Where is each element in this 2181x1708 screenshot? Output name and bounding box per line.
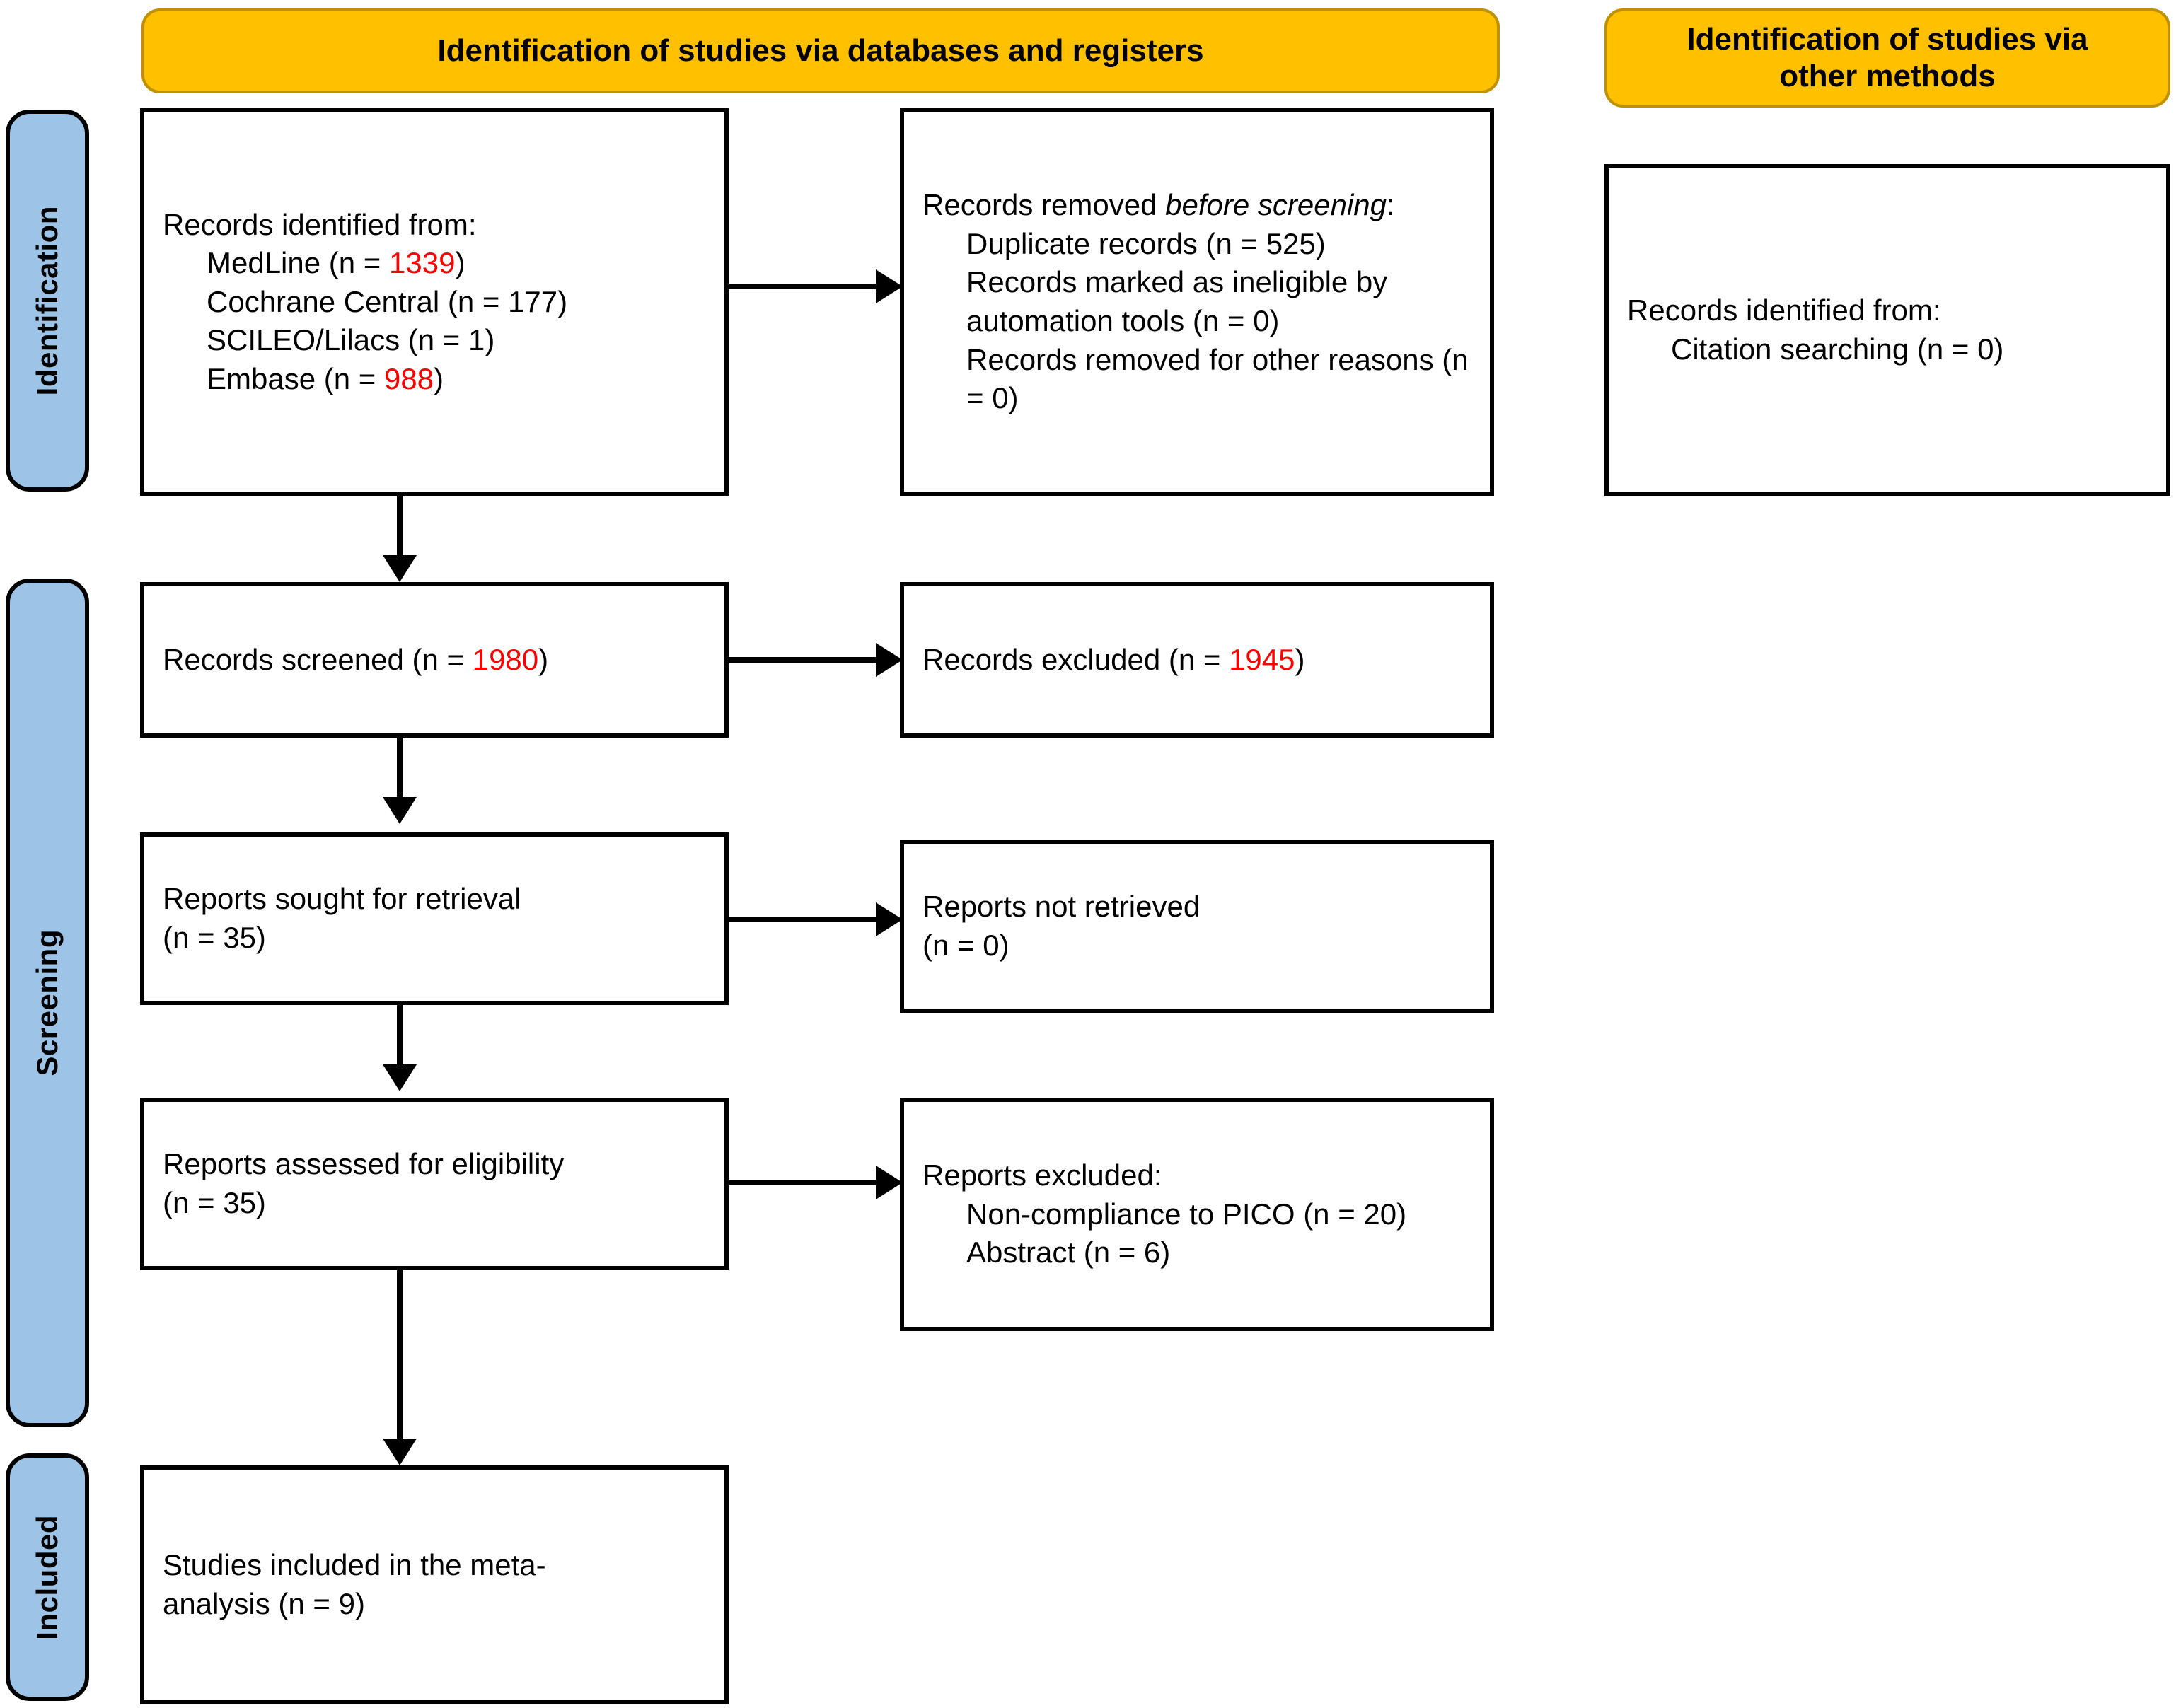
records-removed-item-0: Duplicate records (n = 525) (966, 226, 1326, 260)
embase-count: 988 (383, 361, 434, 395)
studies-included-line2: analysis (n = 9) (163, 1587, 365, 1620)
arrowhead-sought-to-not-retrieved (876, 902, 903, 936)
box-records-screened: Records screened (n = 1980) (140, 582, 729, 738)
medline-count: 1339 (389, 246, 456, 280)
arrowhead-assessed-to-included (383, 1439, 417, 1465)
records-excluded-count: 1945 (1229, 642, 1295, 676)
arrowhead-screened-to-sought (383, 797, 417, 824)
arrowhead-identified-to-removed (876, 269, 903, 303)
stage-screening-text: Screening (30, 929, 64, 1076)
connector-assessed-to-excluded (729, 1180, 877, 1185)
box-other-records-identified: Records identified from: Citation search… (1604, 164, 2170, 496)
box-records-identified: Records identified from: MedLine (n = 13… (140, 108, 729, 496)
records-removed-item-2: Records removed for other reasons (n = 0… (966, 342, 1477, 415)
reports-excluded-title: Reports excluded: (922, 1158, 1162, 1192)
box-records-removed: Records removed before screening: Duplic… (900, 108, 1494, 496)
stage-identification-text: Identification (30, 205, 64, 396)
arrowhead-assessed-to-excluded (876, 1166, 903, 1199)
records-screened-text: Records screened (n = 1980) (163, 642, 549, 676)
box-reports-not-retrieved: Reports not retrieved (n = 0) (900, 840, 1494, 1013)
records-identified-item-0: MedLine (n = 1339) (207, 246, 465, 280)
header-other-methods-label: Identification of studies via other meth… (1687, 22, 2088, 93)
box-reports-assessed: Reports assessed for eligibility (n = 35… (140, 1098, 729, 1270)
records-screened-count: 1980 (472, 642, 539, 676)
other-records-identified-title: Records identified from: (1627, 294, 1941, 327)
records-removed-item-1: Records marked as ineligible by automati… (966, 265, 1396, 337)
connector-screened-to-sought (397, 738, 403, 800)
header-databases-label: Identification of studies via databases … (437, 33, 1204, 69)
reports-sought-line1: Reports sought for retrieval (163, 882, 521, 916)
stage-included-text: Included (30, 1514, 64, 1640)
reports-sought-line2: (n = 35) (163, 921, 266, 954)
reports-not-retrieved-line2: (n = 0) (922, 929, 1009, 962)
header-databases-registers: Identification of studies via databases … (141, 8, 1500, 93)
box-records-excluded: Records excluded (n = 1945) (900, 582, 1494, 738)
connector-screened-to-excluded (729, 657, 877, 663)
records-identified-item-2: SCILEO/Lilacs (n = 1) (207, 323, 495, 357)
stage-label-identification: Identification (6, 110, 89, 492)
studies-included-line1: Studies included in the meta- (163, 1548, 546, 1582)
records-identified-item-1: Cochrane Central (n = 177) (207, 284, 568, 318)
connector-sought-to-assessed (397, 1005, 403, 1067)
other-records-identified-item-0: Citation searching (n = 0) (1671, 332, 2004, 366)
arrowhead-sought-to-assessed (383, 1064, 417, 1091)
records-excluded-text: Records excluded (n = 1945) (922, 642, 1305, 676)
box-reports-excluded: Reports excluded: Non-compliance to PICO… (900, 1098, 1494, 1331)
arrowhead-identified-to-screened (383, 555, 417, 582)
arrowhead-screened-to-excluded (876, 643, 903, 677)
reports-excluded-item-0: Non-compliance to PICO (n = 20) (966, 1197, 1407, 1231)
stage-label-included: Included (6, 1453, 89, 1701)
connector-sought-to-not-retrieved (729, 917, 877, 922)
header-other-methods: Identification of studies via other meth… (1604, 8, 2170, 108)
connector-assessed-to-included (397, 1270, 403, 1441)
reports-not-retrieved-line1: Reports not retrieved (922, 890, 1201, 924)
reports-assessed-line1: Reports assessed for eligibility (163, 1147, 565, 1181)
records-removed-title: Records removed before screening: (922, 188, 1395, 222)
records-identified-item-3: Embase (n = 988) (207, 361, 444, 395)
connector-identified-to-removed (729, 284, 877, 289)
reports-assessed-line2: (n = 35) (163, 1186, 266, 1219)
records-identified-title: Records identified from: (163, 207, 477, 241)
reports-excluded-item-1: Abstract (n = 6) (966, 1236, 1171, 1270)
connector-identified-to-screened (397, 496, 403, 558)
box-reports-sought: Reports sought for retrieval (n = 35) (140, 832, 729, 1005)
box-studies-included: Studies included in the meta- analysis (… (140, 1465, 729, 1704)
stage-label-screening: Screening (6, 579, 89, 1427)
